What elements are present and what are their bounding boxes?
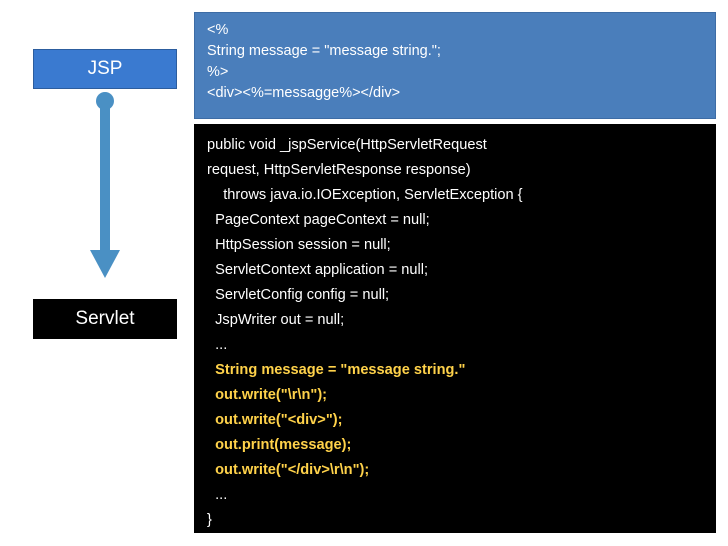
- servlet-node-label: Servlet: [75, 308, 135, 329]
- servlet-node: Servlet: [33, 299, 177, 339]
- jsp-code-line: <%: [207, 22, 229, 38]
- jsp-code-panel: <% String message = "message string."; %…: [194, 12, 716, 119]
- servlet-code-line: HttpSession session = null;: [207, 237, 391, 253]
- jsp-code-line: <div><%=messagge%></div>: [207, 85, 401, 101]
- servlet-code-line: String message = "message string.": [207, 362, 466, 378]
- servlet-code-line: JspWriter out = null;: [207, 312, 345, 328]
- jsp-node-label: JSP: [87, 58, 123, 79]
- servlet-code-line: request, HttpServletResponse response): [207, 162, 471, 178]
- servlet-code-line: ...: [207, 337, 228, 353]
- servlet-code-line: out.print(message);: [207, 437, 352, 453]
- jsp-node: JSP: [33, 49, 177, 89]
- servlet-code-line: ServletContext application = null;: [207, 262, 429, 278]
- servlet-code-line: ...: [207, 487, 228, 503]
- jsp-code-line: %>: [207, 64, 229, 80]
- servlet-code-line: ServletConfig config = null;: [207, 287, 390, 303]
- servlet-code-line: out.write("</div>\r\n");: [207, 462, 370, 478]
- servlet-code-line: PageContext pageContext = null;: [207, 212, 430, 228]
- servlet-code-line: throws java.io.IOException, ServletExcep…: [207, 187, 523, 203]
- jsp-to-servlet-arrow: [90, 92, 120, 278]
- servlet-code-line: public void _jspService(HttpServletReque…: [207, 137, 487, 153]
- servlet-code-line: out.write("<div>");: [207, 412, 343, 428]
- servlet-code-line: }: [207, 512, 212, 528]
- jsp-code-line: String message = "message string.";: [207, 43, 441, 59]
- servlet-code-panel: public void _jspService(HttpServletReque…: [194, 124, 716, 533]
- servlet-code-line: out.write("\r\n");: [207, 387, 328, 403]
